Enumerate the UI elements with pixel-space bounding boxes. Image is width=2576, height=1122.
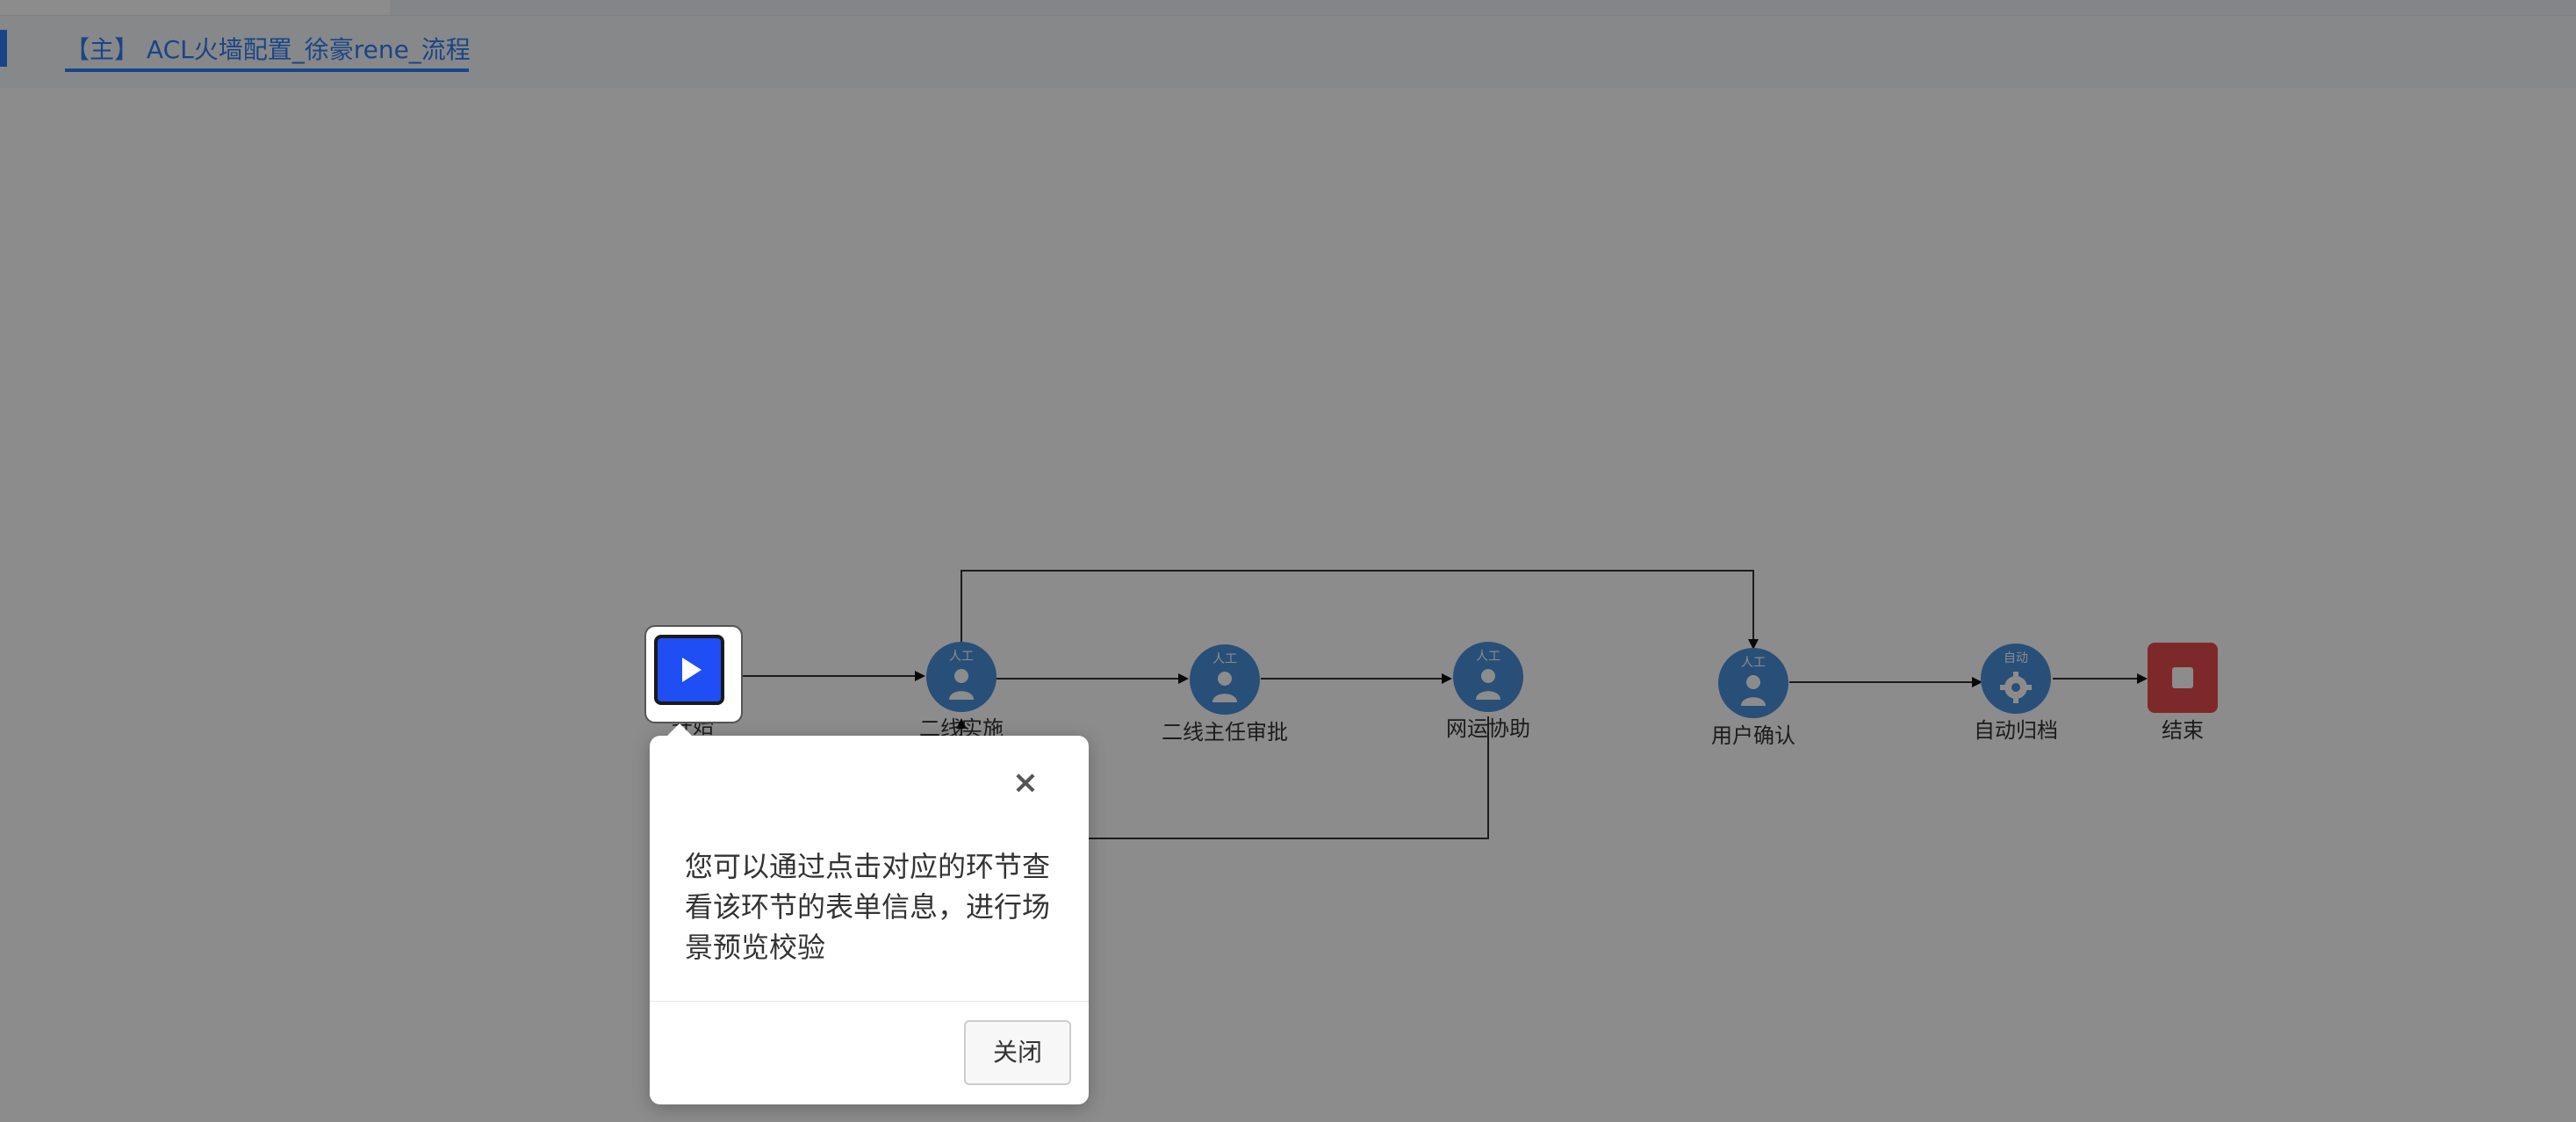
tab-main-flow[interactable]: 【主】 ACL火墙配置_徐豪rene_流程 [65,32,471,72]
node-n5-badge: 自动 [2004,651,2028,665]
node-n2[interactable]: 人工 二线主任审批 [1162,644,1288,744]
popup-divider [650,1001,1089,1002]
tab-bar-accent [0,30,7,67]
node-n3-badge: 人工 [1476,650,1500,664]
node-end[interactable]: 结束 [2148,643,2218,743]
edge-n1-n4-loop [961,570,1759,650]
node-n3[interactable]: 人工 网运协助 [1446,642,1530,741]
popup-arrow [667,723,692,736]
node-n2-badge: 人工 [1212,652,1237,666]
person-icon [1481,669,1495,683]
popup-message: 您可以通过点击对应的环节查看该环节的表单信息，进行场景预览校验 [685,850,1051,964]
stop-icon [2172,667,2193,688]
close-button[interactable]: 关闭 [964,1020,1071,1085]
play-icon [682,658,702,682]
node-end-label: 结束 [2162,718,2204,743]
close-icon[interactable]: × [1011,765,1040,801]
person-icon [1218,672,1232,686]
node-n4-badge: 人工 [1741,656,1766,670]
node-n1-badge: 人工 [949,650,974,664]
tab-bar: 【主】 ACL火墙配置_徐豪rene_流程 [0,16,2576,88]
node-n5-label: 自动归档 [1974,718,2058,743]
flow-canvas: 开始 人工 二线实施 人工 二线主任审批 人工 [0,88,2576,1122]
start-node-highlight-inner [654,635,724,705]
node-n4[interactable]: 人工 用户确认 [1711,648,1795,748]
start-node-highlight[interactable] [646,627,741,722]
node-n5[interactable]: 自动 自动归档 [1974,644,2058,743]
node-n4-label: 用户确认 [1711,723,1795,748]
gear-icon [2000,672,2032,703]
person-icon [954,669,968,683]
top-strip [0,0,2576,16]
person-icon [1746,675,1760,689]
top-strip-tab[interactable] [0,0,390,15]
node-n3-label: 网运协助 [1446,716,1530,741]
node-n2-label: 二线主任审批 [1162,720,1288,744]
guide-popup: × 您可以通过点击对应的环节查看该环节的表单信息，进行场景预览校验 关闭 [650,723,1089,1104]
